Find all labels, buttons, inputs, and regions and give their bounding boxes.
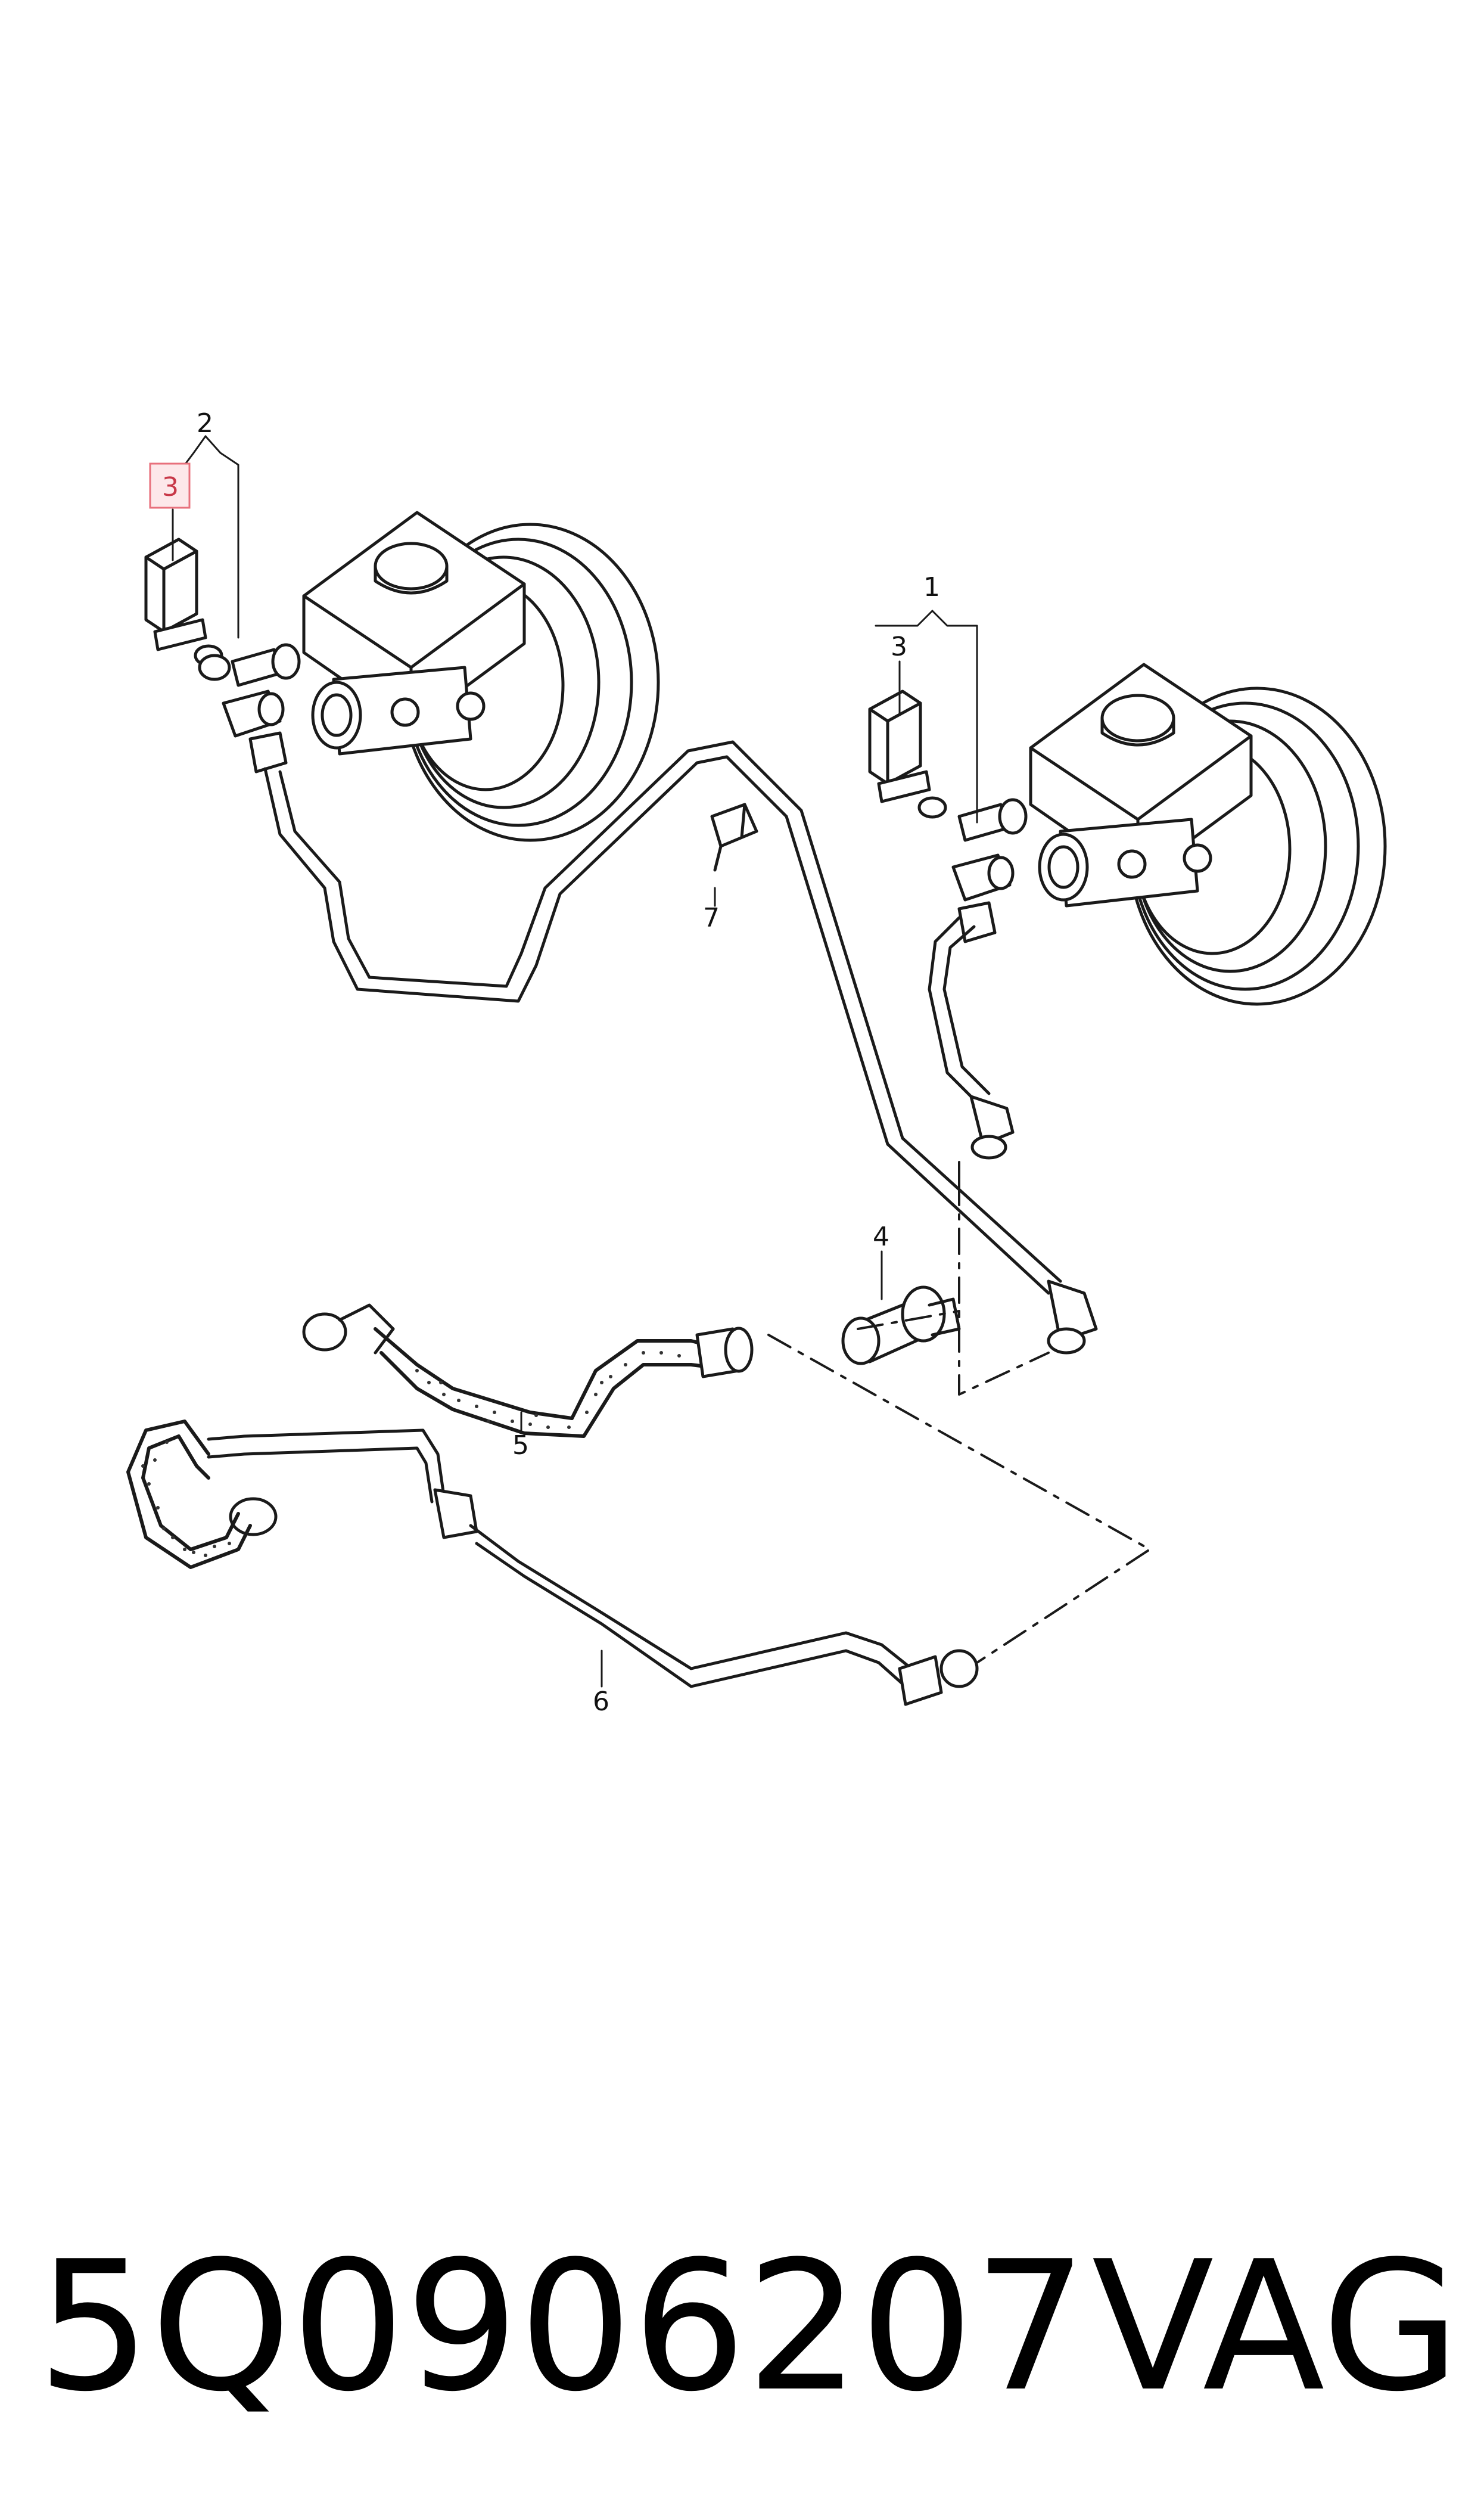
- parts-diagram: 2 3 1 3 7 4 5 6: [126, 408, 1387, 1717]
- callout-3-left-highlight[interactable]: [149, 462, 191, 509]
- vacuum-line-right: [928, 916, 1015, 1160]
- assembly-dashed-lines: [767, 1161, 1151, 1664]
- callout-3-left[interactable]: 3: [162, 472, 179, 502]
- line-6: [126, 1420, 979, 1706]
- callout-6: 6: [593, 1686, 609, 1717]
- part-number: 5Q0906207: [37, 2223, 1088, 2431]
- connector-fitting-left: [198, 643, 301, 774]
- master-cylinder-right: [1038, 818, 1212, 908]
- vacuum-line-left: [263, 740, 1062, 1295]
- brake-reservoir-right: [1029, 663, 1253, 881]
- callout-2: 2: [197, 408, 213, 439]
- clip-7: [710, 803, 758, 872]
- connector-fitting-right: [951, 798, 1028, 943]
- callout-3-right: 3: [891, 632, 907, 662]
- callout-5: 5: [512, 1430, 529, 1461]
- leader-lines: [172, 435, 978, 1688]
- callout-4: 4: [873, 1222, 889, 1252]
- callout-7: 7: [703, 903, 720, 933]
- master-cylinder-left: [311, 666, 486, 756]
- hose-5: [302, 1303, 754, 1438]
- callout-1: 1: [923, 572, 940, 602]
- pressure-sensor-left: [144, 538, 223, 667]
- line-end-fitting: [1047, 1279, 1098, 1355]
- brand-name: VAG: [1091, 2223, 1460, 2431]
- pressure-sensor-right: [868, 689, 947, 819]
- non-return-valve-4: [841, 1285, 961, 1365]
